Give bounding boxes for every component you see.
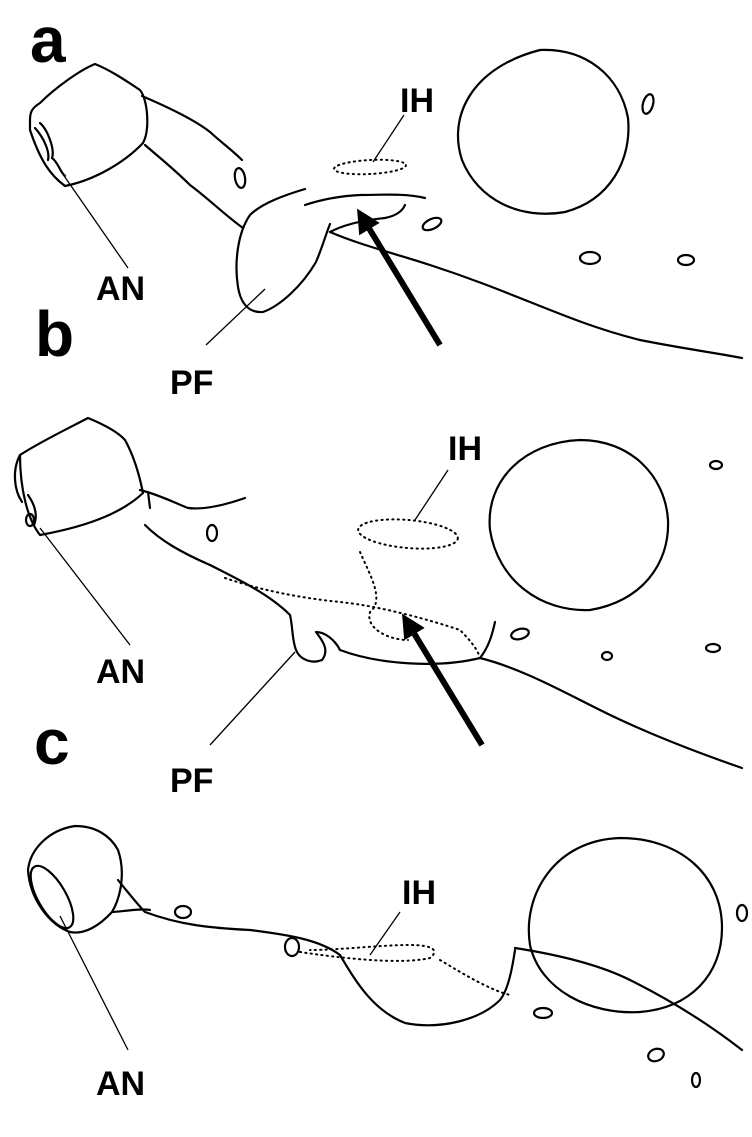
panel-b-pf-label: PF	[170, 762, 213, 800]
panel-c-an-structure	[28, 826, 122, 933]
panel-a-ih-label: IH	[400, 82, 434, 120]
panel-a-pf-pouch	[237, 189, 331, 312]
panel-b-arrow	[412, 630, 482, 745]
panel-c-ih-region	[300, 945, 434, 961]
panel-a-pf-label: PF	[170, 364, 213, 402]
panel-a-arrow	[367, 225, 440, 345]
panel-c-ventral-contour	[515, 948, 742, 1050]
panel-b-large-circle	[490, 440, 669, 610]
panel-a: a IH AN PF	[30, 4, 742, 402]
panel-b-pf-pouch	[296, 632, 340, 662]
panel-b-ih-region	[357, 516, 459, 553]
panel-a-ih-region	[334, 158, 407, 176]
panel-a-large-circle	[458, 50, 628, 214]
panel-letter-c: c	[34, 706, 70, 778]
panel-letter-a: a	[30, 4, 66, 76]
panel-c: c IH AN	[22, 706, 747, 1103]
panel-a-ventral-contour	[330, 232, 742, 358]
panel-c-ih-label: IH	[402, 874, 436, 912]
panel-b-ventral-contour	[340, 650, 742, 768]
panel-b-an-structure	[20, 418, 143, 535]
panel-b-ih-label: IH	[448, 430, 482, 468]
panel-a-an-structure	[30, 64, 147, 186]
panel-letter-b: b	[35, 298, 74, 370]
panel-b-dotted-tract	[225, 578, 480, 658]
panel-c-large-circle	[529, 838, 722, 1012]
panel-b: b IH AN PF	[15, 298, 742, 800]
panel-c-an-label: AN	[96, 1065, 145, 1103]
panel-b-an-label: AN	[96, 653, 145, 691]
panel-a-small-cell	[233, 167, 246, 188]
panel-a-an-label: AN	[96, 270, 145, 308]
